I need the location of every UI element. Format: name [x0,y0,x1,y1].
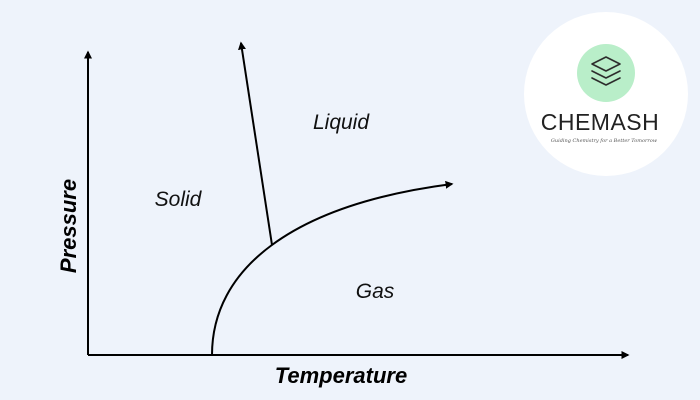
y-axis-title: Pressure [56,179,81,273]
chemash-logo: CHEMASH Guiding Chemistry for a Better T… [524,12,688,176]
logo-wordmark: CHEMASH [541,109,660,135]
stacked-layers-icon [591,56,621,86]
vaporization-curve [211,180,454,356]
fusion-curve [238,41,273,246]
region-label-solid: Solid [155,188,203,211]
logo-tagline: Guiding Chemistry for a Better Tomorrow [551,138,658,144]
logo-icon-circle [577,44,635,102]
x-axis-title: Temperature [275,363,407,388]
region-label-gas: Gas [356,280,395,303]
region-label-liquid: Liquid [313,111,370,134]
